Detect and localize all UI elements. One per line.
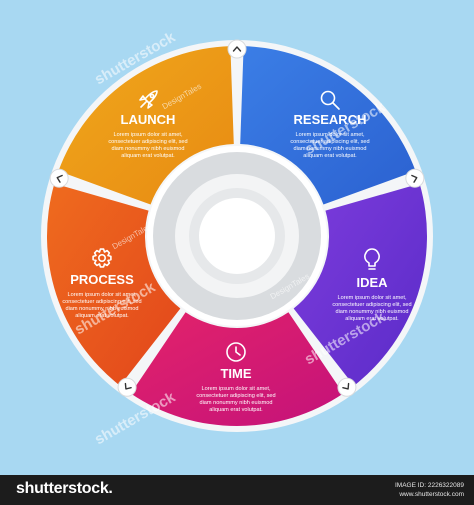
segment-shape-idea [293, 183, 427, 386]
step-text-research: diam nonummy nibh euismod [293, 146, 366, 152]
connector-chevron-icon [405, 168, 425, 188]
step-title-time: TIME [220, 366, 251, 381]
segment-shape-process [46, 183, 181, 386]
step-title-idea: IDEA [356, 275, 388, 290]
connector-chevron-icon [227, 39, 247, 59]
step-text-launch: Lorem ipsum dolor sit amet, [113, 132, 182, 138]
step-text-idea: aliquam erat volutpat. [345, 316, 399, 322]
step-text-process: Lorem ipsum dolor sit amet, [67, 292, 136, 298]
step-title-process: PROCESS [70, 272, 134, 287]
step-text-research: consectetuer adipiscing elit, sed [290, 139, 369, 145]
step-text-process: consectetuer adipiscing elit, sed [62, 299, 141, 305]
center-hub [147, 146, 327, 326]
step-text-launch: consectetuer adipiscing elit, sed [108, 139, 187, 145]
segment-launch: LAUNCH Lorem ipsum dolor sit amet,consect… [58, 46, 234, 205]
step-text-launch: diam nonummy nibh euismod [111, 146, 184, 152]
step-text-time: Lorem ipsum dolor sit amet, [201, 386, 270, 392]
segment-shape-research [240, 46, 416, 205]
segment-idea: IDEA Lorem ipsum dolor sit amet,consectet… [293, 183, 427, 386]
connector-chevron-icon [49, 168, 69, 188]
segment-time: TIME Lorem ipsum dolor sit amet,consectet… [130, 312, 344, 427]
segment-shape-time [130, 312, 344, 427]
step-text-idea: Lorem ipsum dolor sit amet, [337, 295, 406, 301]
site-url: www.shutterstock.com [399, 491, 464, 498]
step-text-process: diam nonummy nibh euismod [65, 306, 138, 312]
step-text-time: diam nonummy nibh euismod [199, 400, 272, 406]
magnifier-icon [320, 90, 340, 110]
step-title-launch: LAUNCH [121, 112, 176, 127]
footer-image-id: IMAGE ID: 2226322089 www.shutterstock.co… [395, 481, 464, 499]
step-text-idea: diam nonummy nibh euismod [335, 309, 408, 315]
gear-icon [92, 248, 112, 268]
step-text-process: aliquam erat volutpat. [75, 313, 129, 319]
step-text-research: aliquam erat volutpat. [303, 153, 357, 159]
step-text-time: consectetuer adipiscing elit, sed [196, 393, 275, 399]
connector-chevron-icon [117, 377, 137, 397]
footer-brand: shutterstock. [16, 480, 113, 497]
step-text-idea: consectetuer adipiscing elit, sed [332, 302, 411, 308]
step-text-research: Lorem ipsum dolor sit amet, [295, 132, 364, 138]
segment-process: PROCESS Lorem ipsum dolor sit amet,consec… [46, 183, 181, 386]
step-text-launch: aliquam erat volutpat. [121, 153, 175, 159]
rocket-icon [139, 90, 158, 109]
clock-icon [226, 342, 246, 362]
lightbulb-icon [364, 248, 380, 270]
step-text-time: aliquam erat volutpat. [209, 407, 263, 413]
image-id-text: IMAGE ID: 2226322089 [394, 482, 464, 489]
connector-chevron-icon [337, 377, 357, 397]
segment-research: RESEARCH Lorem ipsum dolor sit amet,conse… [240, 46, 416, 205]
step-title-research: RESEARCH [294, 112, 367, 127]
footer-bar: shutterstock. IMAGE ID: 2226322089 www.s… [0, 475, 474, 505]
segment-shape-launch [58, 46, 234, 205]
